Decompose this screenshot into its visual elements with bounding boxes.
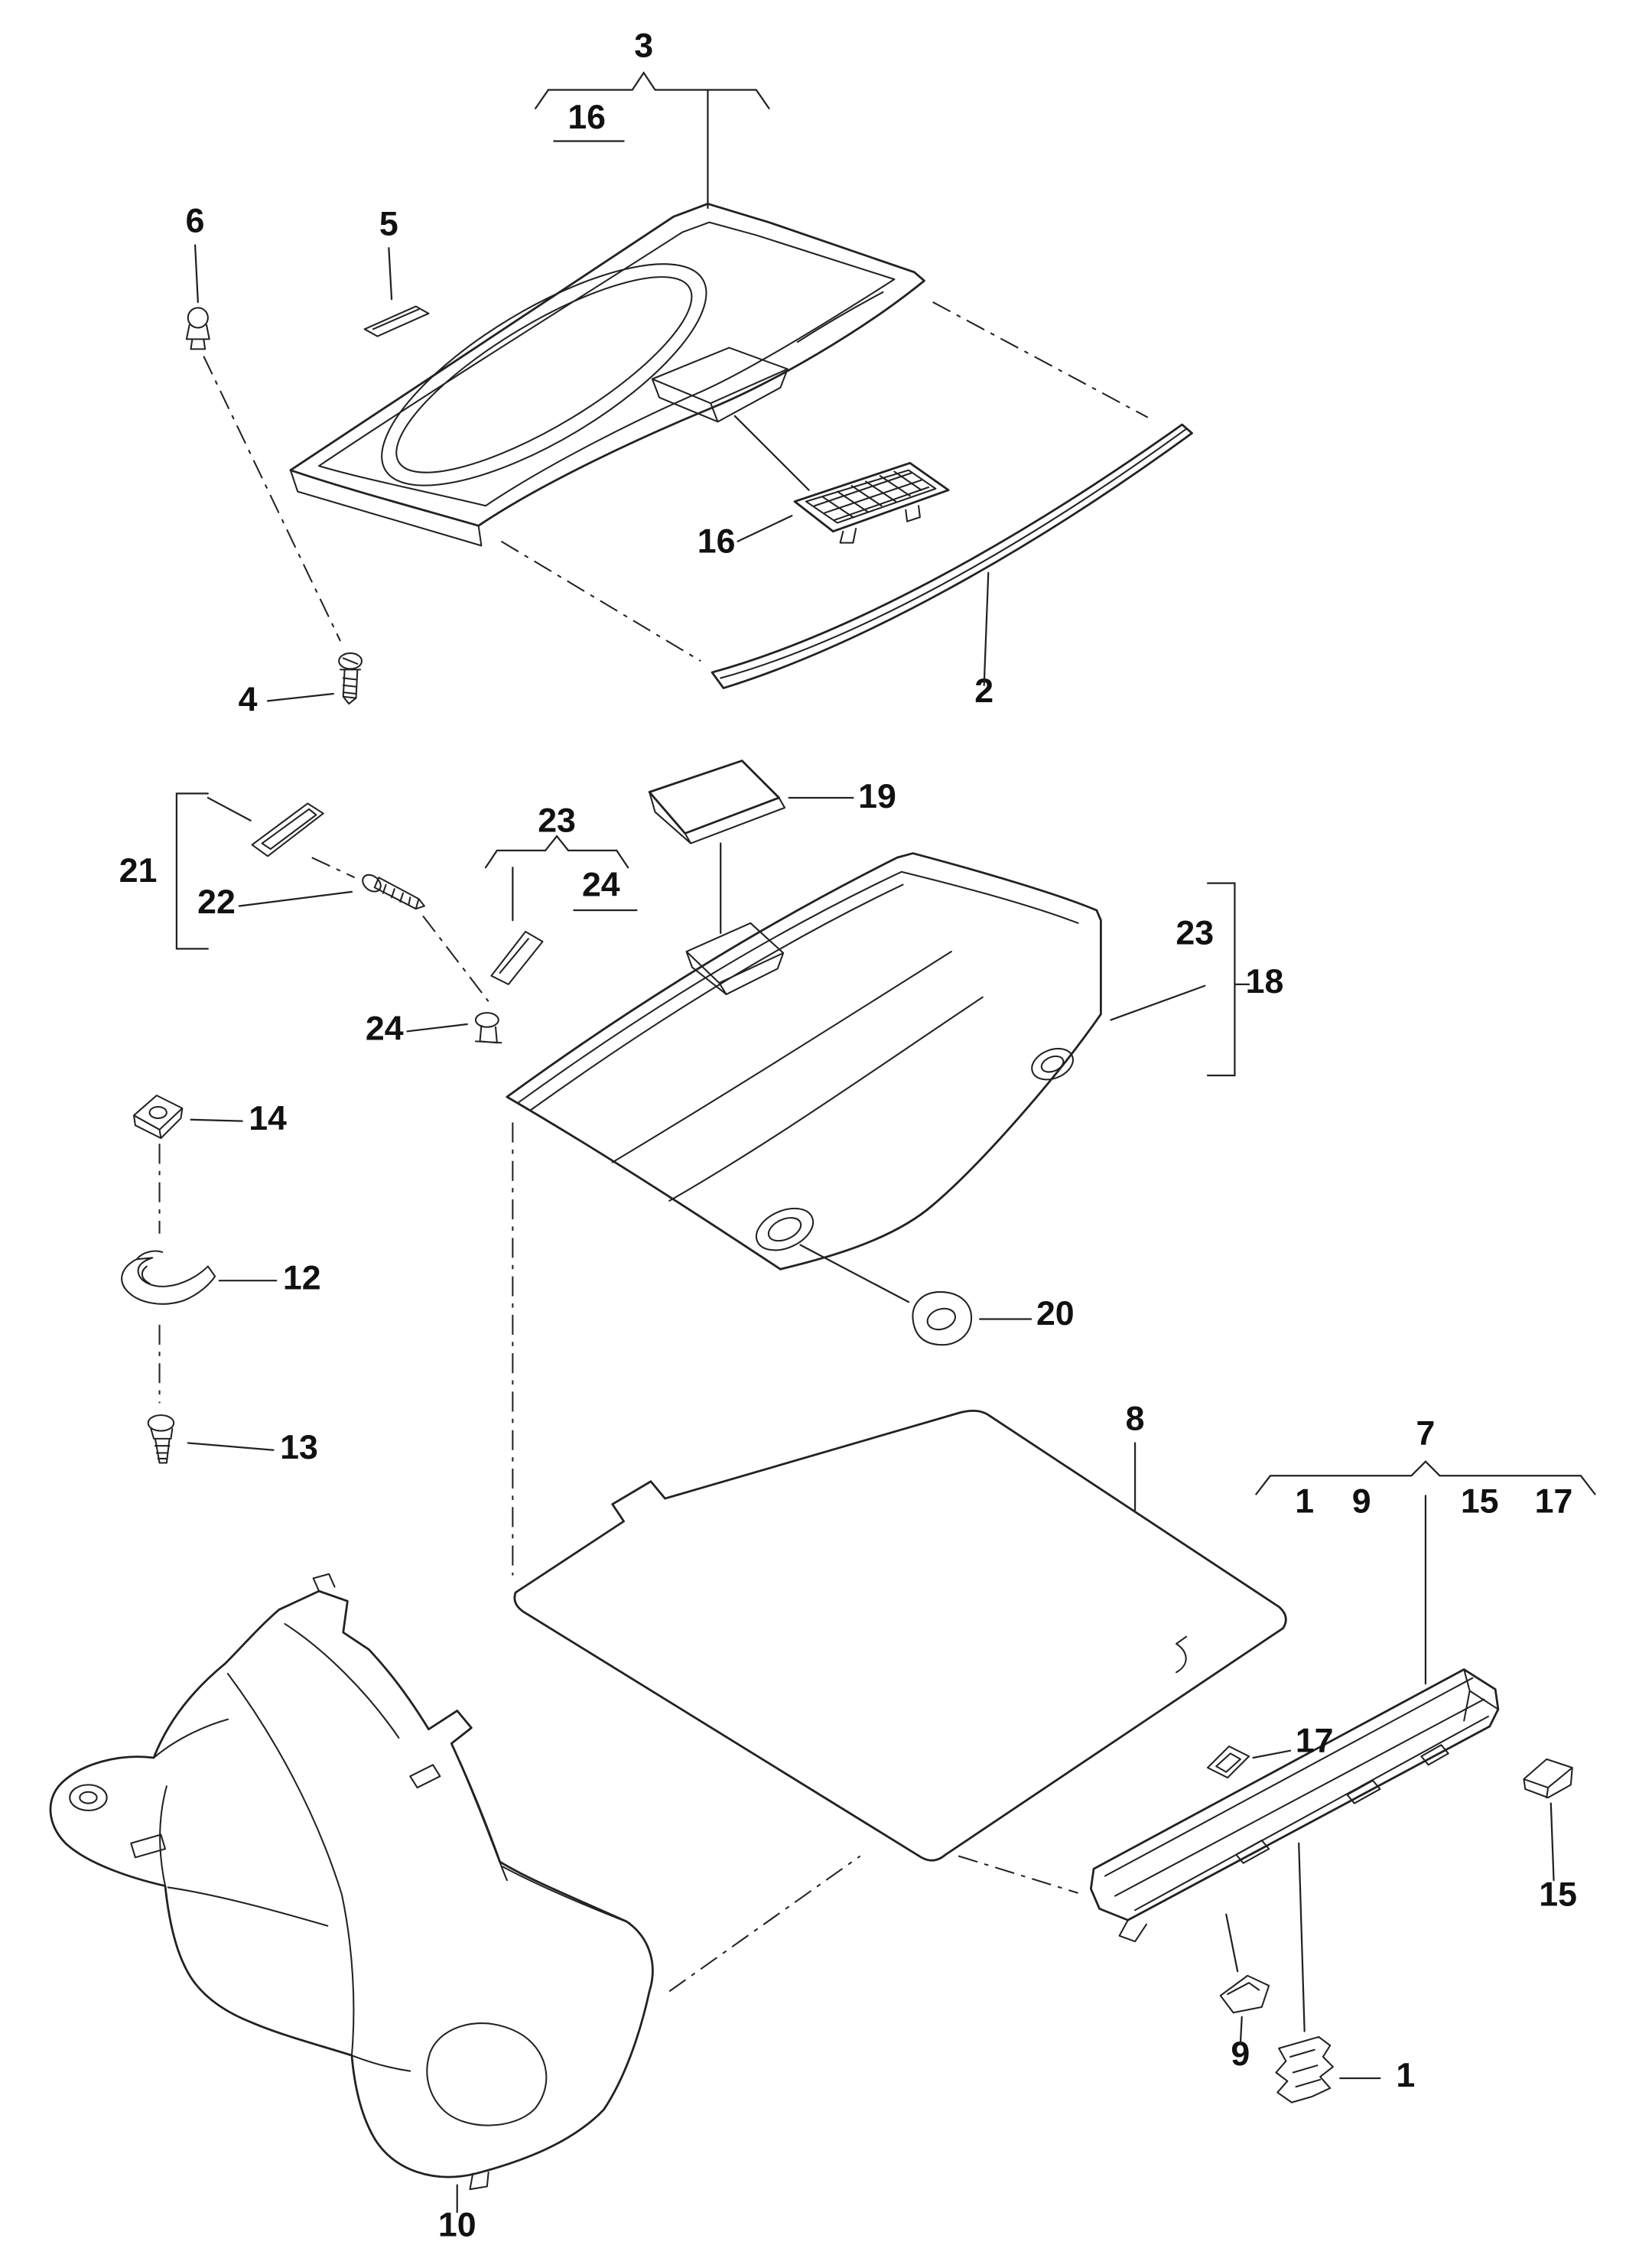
callout-21: 21 [119, 852, 158, 890]
callout-9-group: 9 [1352, 1483, 1371, 1521]
group-bracket-7: 7 1 9 15 17 [1255, 1414, 1596, 1685]
floor-mat-8: 8 [513, 1401, 1287, 1993]
callout-1-clip: 1 [1396, 2057, 1415, 2094]
trim-clip-5: 5 [363, 205, 430, 337]
luggage-hook-12: 12 [121, 1250, 321, 1404]
group-bracket-18-23: 23 18 [1110, 882, 1284, 1077]
group-bracket-3: 3 16 [535, 28, 770, 210]
gasket-group-21: 21 22 [119, 792, 489, 1002]
nut-14: 14 [133, 1095, 287, 1234]
callout-23-left: 23 [538, 802, 576, 840]
spring-clip-1: 1 [1275, 1842, 1415, 2103]
pad-23 [490, 930, 544, 985]
callout-20: 20 [1036, 1295, 1075, 1332]
callout-16-shelf-group: 16 [567, 99, 606, 136]
callout-6: 6 [186, 203, 205, 240]
clip-9: 9 [1219, 1913, 1270, 2073]
clip-24: 24 [366, 1010, 502, 1048]
clip-15: 15 [1523, 1758, 1577, 1914]
retaining-clip-6: 6 [186, 203, 210, 350]
callout-15-clip: 15 [1539, 1876, 1577, 1914]
side-trim-10: 10 [49, 1573, 654, 2244]
callout-15-group: 15 [1461, 1483, 1499, 1521]
callout-8: 8 [1126, 1401, 1145, 1438]
high-level-brake-light: 16 [698, 415, 950, 561]
trim-strip-2: 2 [500, 301, 1193, 710]
callout-7: 7 [1416, 1414, 1436, 1452]
callout-13: 13 [280, 1429, 318, 1466]
callout-12: 12 [283, 1259, 321, 1297]
parcel-shelf [289, 203, 925, 547]
callout-24-clip: 24 [366, 1010, 404, 1048]
callout-4: 4 [239, 681, 258, 718]
callout-16-brake-light: 16 [698, 523, 736, 561]
callout-1-group: 1 [1295, 1483, 1314, 1521]
cover-19: 19 [648, 760, 896, 934]
clip-17: 17 [1207, 1723, 1334, 1779]
callout-23-right: 23 [1176, 915, 1214, 952]
callout-14: 14 [249, 1100, 287, 1137]
callout-3: 3 [634, 28, 653, 65]
group-bracket-23-24: 23 24 [484, 802, 638, 985]
screw-13: 13 [147, 1414, 318, 1466]
callout-18: 18 [1246, 963, 1284, 1000]
callout-22: 22 [197, 883, 236, 921]
callout-24-bracket: 24 [582, 866, 620, 903]
screw-4: 4 [203, 356, 363, 718]
grommet-20: 20 [799, 1244, 1075, 1346]
callout-17-clip: 17 [1296, 1723, 1334, 1760]
trunk-lid-trim-18 [506, 852, 1102, 1271]
callout-5: 5 [379, 205, 398, 242]
sill-trim-7 [1089, 1668, 1500, 1943]
callout-17-group: 17 [1535, 1483, 1573, 1521]
callout-19: 19 [858, 778, 896, 815]
